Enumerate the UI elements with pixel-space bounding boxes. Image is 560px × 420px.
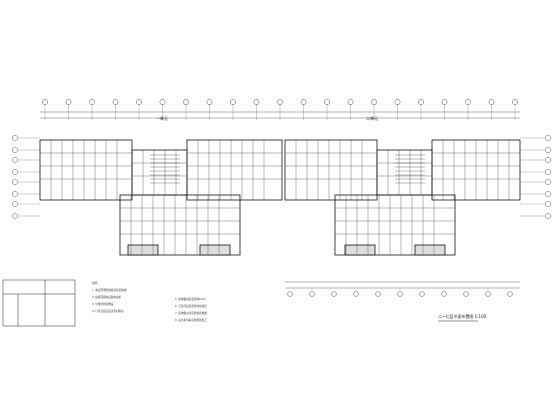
- axis-bubble: [375, 291, 381, 297]
- axis-bubble: [12, 191, 18, 197]
- axis-bubble: [12, 213, 18, 219]
- axis-bubble: [253, 99, 260, 105]
- axis-bubble: [112, 99, 119, 105]
- note-line: 5. 弱电箱暗装底距地0.5m: [175, 298, 206, 301]
- balcony: [199, 244, 231, 256]
- axis-bubble: [545, 147, 551, 153]
- wall-block: [284, 139, 378, 201]
- balcony: [127, 244, 159, 256]
- building-walls: [39, 139, 521, 256]
- axis-bubble: [230, 99, 236, 105]
- axis-bubble: [277, 99, 283, 105]
- wall-block: [186, 139, 283, 201]
- balcony: [344, 244, 376, 256]
- axis-bubble: [331, 291, 337, 297]
- axis-bubble: [12, 157, 18, 163]
- axis-bubble: [12, 135, 18, 141]
- axis-bubble: [545, 169, 551, 175]
- wing-label-right: 二单元: [366, 116, 378, 121]
- axis-bubble: [12, 147, 18, 153]
- axis-bubble: [353, 291, 359, 297]
- axis-bubble: [394, 99, 401, 105]
- axis-bubble: [89, 99, 95, 105]
- axis-bubble: [12, 179, 18, 185]
- left-axis-bubbles: [12, 135, 40, 219]
- axis-bubble: [371, 99, 377, 105]
- axis-bubble: [488, 99, 495, 105]
- wall-block: [376, 149, 433, 196]
- wall-block: [334, 194, 456, 256]
- note-line: 1. 本层照明配电箱详见系统图: [92, 289, 127, 292]
- axis-bubble: [545, 191, 551, 197]
- note-line: 7. 接地做法详见防雷接地图: [175, 312, 207, 315]
- axis-bubble: [397, 291, 403, 297]
- axis-bubble: [42, 99, 48, 105]
- note-line: 6. 卫生间设局部等电位联结: [175, 305, 207, 308]
- plan-title: 二~七层平面布置图 1:100: [438, 315, 486, 319]
- note-line: 4. 灯具安装高度详见材料表: [92, 310, 124, 313]
- axis-bubble: [347, 99, 354, 105]
- plan-title-text: 二~七层平面布置图: [438, 314, 474, 319]
- axis-bubble: [12, 201, 18, 207]
- axis-bubble: [441, 291, 447, 297]
- note-line: 3. 导线穿管暗敷设: [92, 303, 114, 306]
- note-line: 8. 其余未尽事宜按规范施工: [175, 319, 207, 322]
- stair-detail-plan: [2, 279, 76, 327]
- axis-bubble: [463, 291, 469, 297]
- axis-bubble: [507, 291, 513, 297]
- axis-bubble: [206, 99, 213, 105]
- wall-block: [39, 139, 133, 201]
- axis-bubble: [300, 99, 307, 105]
- axis-bubble: [136, 99, 142, 105]
- plan-scale: 1:100: [474, 314, 487, 319]
- axis-bubble: [324, 99, 330, 105]
- axis-bubble: [418, 99, 424, 105]
- bottom-dimension-lines: [285, 281, 520, 297]
- wing-label-left: 一单元: [156, 116, 168, 121]
- axis-bubble: [65, 99, 72, 105]
- wall-block: [131, 149, 188, 196]
- axis-bubble: [545, 201, 551, 207]
- axis-bubble: [545, 179, 551, 185]
- axis-bubble: [485, 291, 491, 297]
- axis-bubble: [545, 135, 551, 141]
- right-axis-bubbles: [520, 135, 551, 219]
- note-line: 2. 插座回路均设漏电保护: [92, 296, 122, 299]
- room-details: [40, 140, 520, 255]
- balcony: [414, 244, 446, 256]
- axis-bubble: [545, 213, 551, 219]
- note-line: 说明：: [92, 282, 100, 285]
- axis-bubble: [419, 291, 425, 297]
- axis-bubble: [183, 99, 189, 105]
- axis-bubble: [545, 157, 551, 163]
- axis-bubble: [465, 99, 471, 105]
- axis-bubble: [287, 291, 293, 297]
- axis-bubble: [12, 169, 18, 175]
- top-axis-bubbles: [42, 99, 518, 120]
- axis-bubble: [512, 99, 518, 105]
- axis-bubble: [309, 291, 315, 297]
- wall-block: [119, 194, 241, 256]
- axis-bubble: [159, 99, 166, 105]
- axis-bubble: [441, 99, 448, 105]
